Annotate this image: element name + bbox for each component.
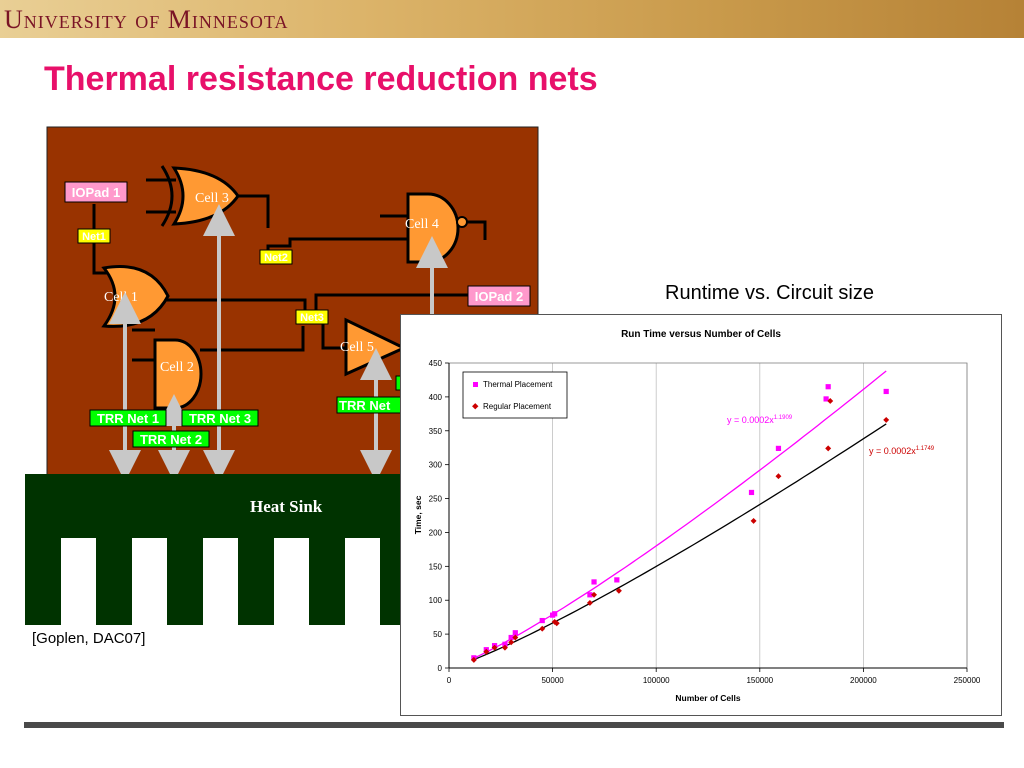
regular-point bbox=[501, 644, 508, 651]
net-1-label: Net1 bbox=[82, 231, 106, 243]
regular-trend-equation: y = 0.0002x1.1749 bbox=[869, 446, 935, 456]
x-tick-label: 50000 bbox=[541, 676, 564, 685]
x-tick-label: 150000 bbox=[746, 676, 773, 685]
thermal-point bbox=[775, 445, 782, 451]
runtime-chart: Run Time versus Number of Cells 0 50000 10… bbox=[400, 314, 1002, 716]
citation: [Goplen, DAC07] bbox=[32, 630, 146, 647]
university-banner: University of Minnesota bbox=[0, 0, 1024, 38]
regular-point bbox=[775, 473, 782, 480]
y-tick-label: 150 bbox=[429, 562, 443, 571]
iopad-1-label: IOPad 1 bbox=[72, 185, 120, 200]
cell-1-label: Cell 1 bbox=[104, 290, 138, 305]
y-tick-label: 50 bbox=[433, 630, 442, 639]
regular-point bbox=[883, 416, 890, 423]
thermal-point bbox=[552, 611, 558, 617]
y-tick-label: 100 bbox=[429, 596, 443, 605]
net-2-label: Net2 bbox=[264, 252, 288, 264]
trr-net-3-box: TRR Net 3 bbox=[181, 409, 259, 427]
legend-marker-thermal bbox=[473, 382, 478, 387]
chart-title: Run Time versus Number of Cells bbox=[621, 329, 781, 340]
y-tick-label: 400 bbox=[429, 393, 443, 402]
thermal-point bbox=[823, 396, 829, 402]
thermal-point bbox=[508, 634, 514, 641]
x-tick-label: 200000 bbox=[850, 676, 877, 685]
trr-net-3-label: TRR Net 3 bbox=[189, 411, 251, 426]
trr-net-4-box: TRR Net bbox=[336, 396, 402, 414]
y-tick-label: 450 bbox=[429, 359, 443, 368]
y-tick-label: 350 bbox=[429, 427, 443, 436]
regular-point bbox=[508, 639, 515, 646]
iopad-1: IOPad 1 bbox=[64, 181, 128, 203]
x-axis-label: Number of Cells bbox=[675, 693, 740, 703]
y-tick-label: 250 bbox=[429, 495, 443, 504]
x-tick-label: 100000 bbox=[643, 676, 670, 685]
regular-point bbox=[539, 625, 546, 632]
y-tick-label: 300 bbox=[429, 461, 443, 470]
cell-4-label: Cell 4 bbox=[405, 217, 439, 232]
thermal-point bbox=[825, 384, 831, 390]
net-3-label-box: Net3 bbox=[295, 309, 329, 325]
trr-net-2-label: TRR Net 2 bbox=[140, 432, 202, 447]
thermal-trend-equation: y = 0.0002x1.1909 bbox=[727, 415, 793, 425]
thermal-point bbox=[502, 641, 508, 647]
cell-2-label: Cell 2 bbox=[160, 360, 194, 375]
thermal-point bbox=[883, 388, 889, 395]
runtime-chart-svg: Run Time versus Number of Cells 0 50000 10… bbox=[413, 329, 981, 703]
x-tick-label: 0 bbox=[447, 676, 452, 685]
iopad-2-label: IOPad 2 bbox=[475, 289, 523, 304]
y-tick-label: 0 bbox=[438, 664, 443, 673]
cell-5-label: Cell 5 bbox=[340, 340, 374, 355]
bottom-rule bbox=[24, 722, 1004, 728]
trr-net-1-label: TRR Net 1 bbox=[97, 411, 159, 426]
university-name: University of Minnesota bbox=[4, 5, 289, 34]
cell-2-and-gate: Cell 2 bbox=[153, 338, 203, 410]
trr-net-2-box: TRR Net 2 bbox=[132, 430, 210, 448]
thermal-point bbox=[587, 592, 593, 598]
cell-3-label: Cell 3 bbox=[195, 191, 229, 206]
net-2-label-box: Net2 bbox=[259, 249, 293, 265]
regular-point bbox=[825, 445, 832, 452]
x-tick-label: 250000 bbox=[954, 676, 981, 685]
thermal-point bbox=[591, 579, 597, 585]
thermal-point bbox=[614, 577, 620, 583]
slide-title: Thermal resistance reduction nets bbox=[44, 60, 598, 98]
heat-sink-label: Heat Sink bbox=[250, 497, 323, 516]
net-3-label: Net3 bbox=[300, 312, 324, 324]
thermal-point bbox=[748, 489, 755, 496]
regular-point bbox=[615, 587, 622, 594]
trr-net-4-label: TRR Net bbox=[339, 398, 391, 413]
thermal-point bbox=[512, 630, 518, 636]
trr-net-1-box: TRR Net 1 bbox=[89, 409, 167, 427]
iopad-2: IOPad 2 bbox=[467, 285, 531, 307]
y-tick-label: 200 bbox=[429, 528, 443, 537]
chart-caption: Runtime vs. Circuit size bbox=[665, 282, 874, 304]
regular-point bbox=[750, 517, 757, 524]
chart-legend: Thermal Placement Regular Placement bbox=[462, 371, 568, 419]
y-axis-label: Time, sec bbox=[413, 495, 423, 534]
legend-regular-label: Regular Placement bbox=[483, 402, 552, 411]
net-1-label-box: Net1 bbox=[77, 228, 111, 244]
legend-thermal-label: Thermal Placement bbox=[483, 380, 553, 389]
thermal-point bbox=[539, 617, 545, 624]
